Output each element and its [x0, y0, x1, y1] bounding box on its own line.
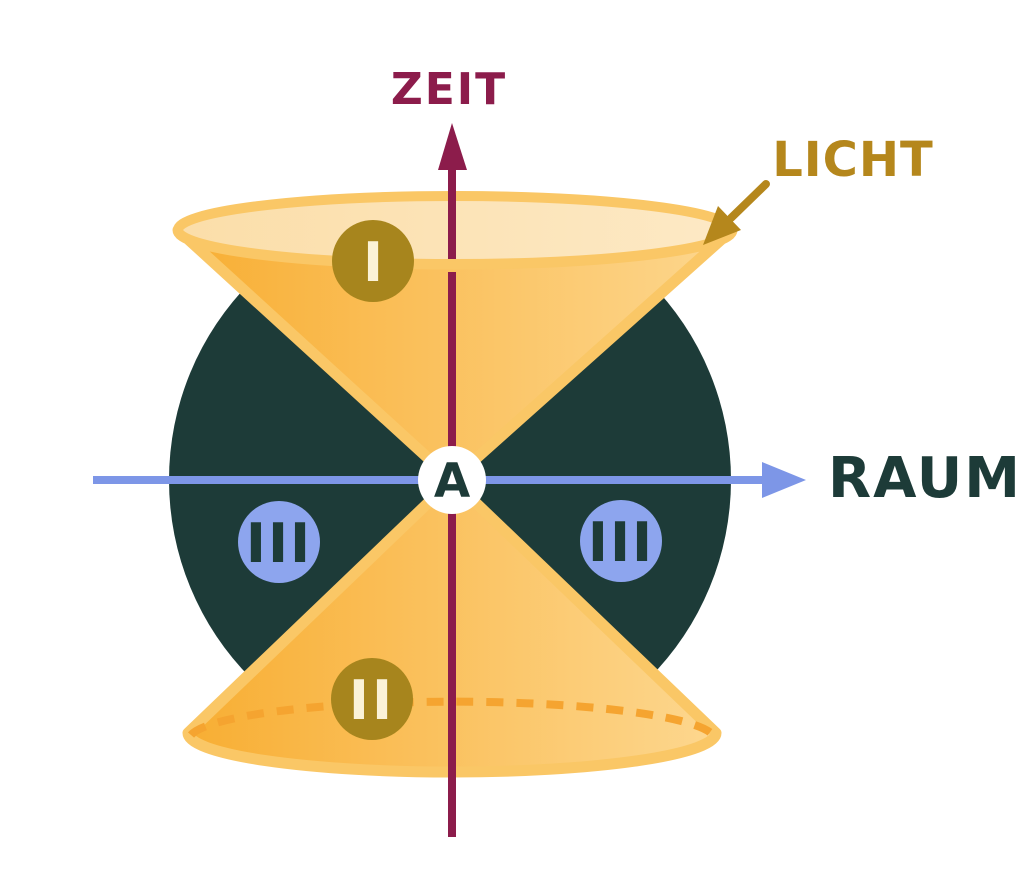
origin-point: [418, 446, 486, 514]
origin-label: A: [434, 454, 471, 509]
hidden-ellipse-edge: [187, 697, 717, 738]
region-badge-elsewhere-right: [580, 500, 662, 582]
light-pointer-line: [727, 180, 770, 222]
time-axis-lower-segment: [448, 272, 456, 837]
region-badge-future: [332, 220, 414, 302]
time-axis-arrowhead: [438, 123, 467, 170]
region-badge-past-label: II: [349, 669, 395, 732]
time-axis-label: ZEIT: [391, 64, 507, 115]
space-axis-arrowhead: [762, 462, 806, 498]
time-axis-upper-segment: [448, 166, 456, 259]
region-badge-past: [331, 658, 413, 740]
light-label: LICHT: [772, 132, 934, 188]
space-axis-label: RAUM: [828, 446, 1022, 511]
region-badge-elsewhere-right-label: III: [588, 511, 654, 574]
light-pointer-arrowhead: [703, 206, 741, 245]
region-badge-future-label: I: [363, 231, 383, 294]
region-badge-elsewhere-left: [238, 501, 320, 583]
region-badge-elsewhere-left-label: III: [246, 512, 312, 575]
